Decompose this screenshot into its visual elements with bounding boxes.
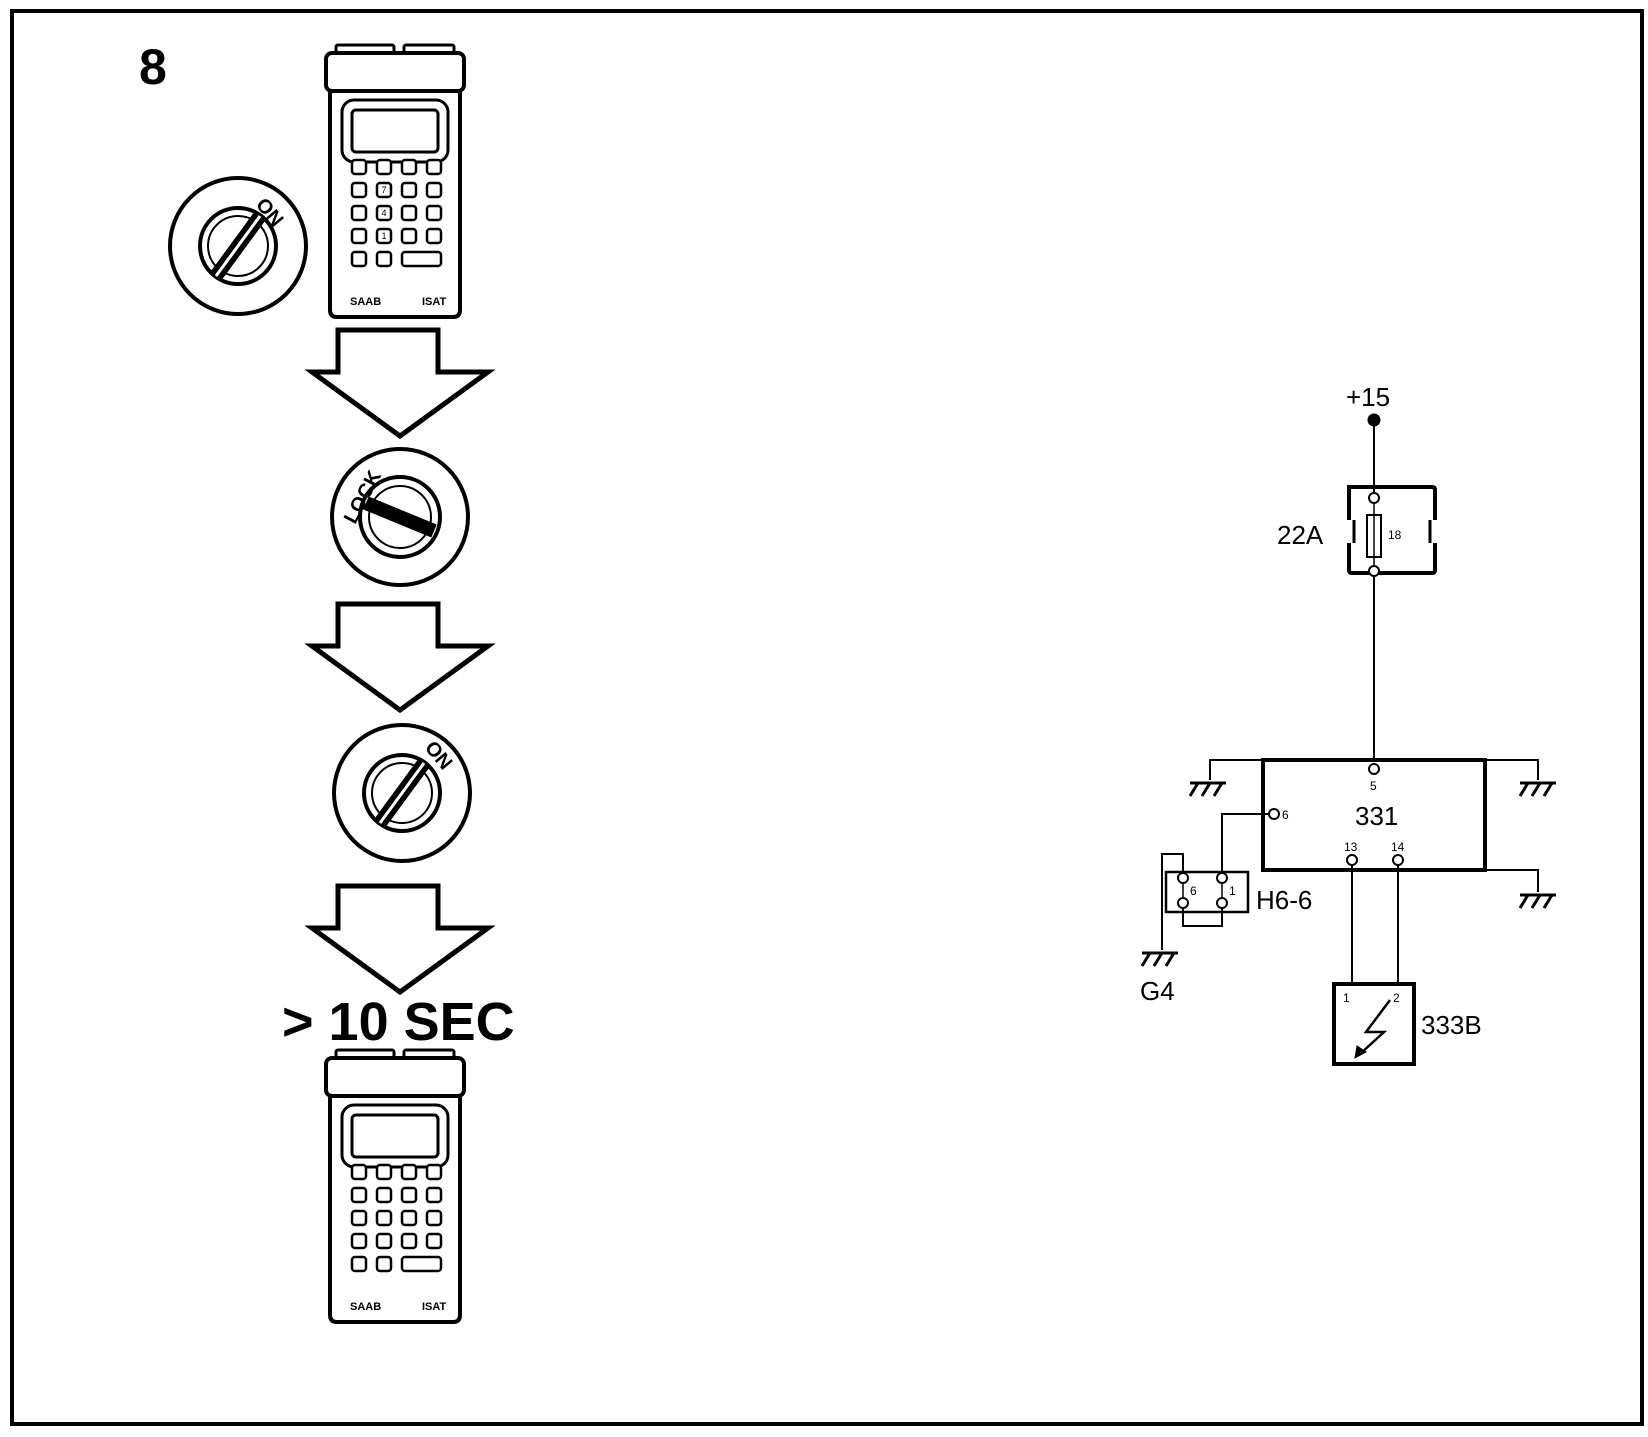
sensor-pin-2-label: 2: [1393, 991, 1400, 1005]
ground-symbol-icon: [1518, 893, 1556, 909]
ground-symbol-icon: [1188, 781, 1226, 797]
connector-pin-6-label: 6: [1190, 884, 1197, 898]
arrow-down-icon: [304, 601, 496, 714]
sensor-pin-1-label: 1: [1343, 991, 1350, 1005]
module-label: 331: [1355, 801, 1398, 831]
step-number: 8: [139, 39, 167, 95]
arrow-down-icon: [304, 883, 496, 996]
fuse-box-label: 22A: [1277, 520, 1324, 550]
module-pin-6-label: 6: [1282, 808, 1289, 822]
key-1-label: 1: [381, 231, 386, 241]
duration-label: > 10 SEC: [282, 992, 515, 1052]
tester-model-label: ISAT: [422, 1301, 447, 1313]
key-7-label: 7: [381, 185, 386, 195]
fuse-box: [1346, 485, 1438, 577]
ignition-key-lock: LOCK: [330, 447, 470, 587]
wiring-schematic: +15 22A 18 331 5 6 13 14: [1140, 382, 1556, 1066]
ignition-switch-icon: [332, 723, 472, 863]
lightning-bolt-icon: [1354, 999, 1391, 1059]
module-pin-14-label: 14: [1391, 840, 1405, 854]
ignition-switch-icon: [168, 176, 308, 316]
supply-label: +15: [1346, 382, 1390, 412]
tester-model-label: ISAT: [422, 296, 447, 308]
ground-symbol-icon: [1518, 781, 1556, 797]
ground-label: G4: [1140, 976, 1175, 1006]
ignition-switch-icon: [330, 447, 470, 587]
tester-brand-label: SAAB: [350, 1301, 381, 1313]
sensor-333b: [1332, 982, 1416, 1066]
tester-icon: [324, 1048, 466, 1324]
sensor-label: 333B: [1421, 1010, 1482, 1040]
key-4-label: 4: [381, 208, 386, 218]
connector-pin-1-label: 1: [1229, 884, 1236, 898]
page-frame: [10, 9, 1644, 1426]
connector-label: H6-6: [1256, 885, 1312, 915]
diagnostic-tester-bottom: SAAB ISAT: [324, 1048, 466, 1324]
module-pin-13-label: 13: [1344, 840, 1358, 854]
ground-symbol-icon: [1140, 951, 1178, 967]
ignition-key-on-2: ON: [332, 723, 472, 863]
fuse-number-label: 18: [1388, 528, 1402, 542]
tester-icon: 7 4 1: [324, 43, 466, 319]
module-pin-5-label: 5: [1370, 779, 1377, 793]
tester-brand-label: SAAB: [350, 296, 381, 308]
ignition-key-on-1: ON: [168, 176, 308, 316]
arrow-down-icon: [304, 327, 496, 440]
diagnostic-tester-top: 7 4 1 SAAB ISAT: [324, 43, 466, 319]
